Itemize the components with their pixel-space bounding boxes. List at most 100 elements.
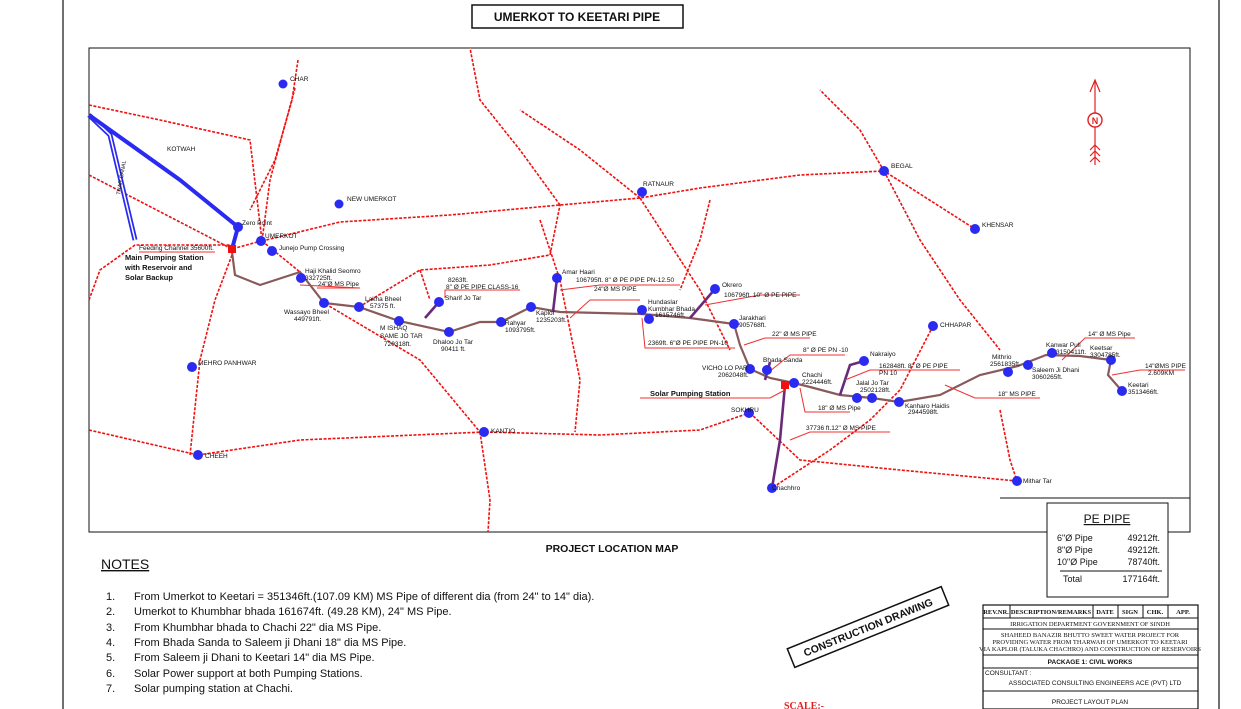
town-marker[interactable] bbox=[637, 305, 647, 315]
town-marker[interactable] bbox=[552, 273, 562, 283]
town-marker[interactable] bbox=[479, 427, 489, 437]
tb-department: IRRIGATION DEPARTMENT GOVERNMENT OF SIND… bbox=[1010, 621, 1170, 628]
town-marker[interactable] bbox=[319, 298, 329, 308]
town-marker[interactable] bbox=[710, 284, 720, 294]
label-pipe: 14"ØMS PIPE bbox=[1145, 363, 1187, 370]
tb-project: SHAHEED BANAZIR BHUTTO SWEET WATER PROJE… bbox=[1001, 632, 1180, 639]
town-marker[interactable] bbox=[789, 378, 799, 388]
pe-row-value: 49212ft. bbox=[1127, 545, 1160, 555]
town-marker[interactable] bbox=[859, 356, 869, 366]
label-haji: 332725ft. bbox=[305, 275, 332, 282]
town-marker[interactable] bbox=[928, 321, 938, 331]
label-nakraiyo: Nakraiyo bbox=[870, 351, 896, 358]
town-marker[interactable] bbox=[444, 327, 454, 337]
town-marker[interactable] bbox=[187, 362, 197, 372]
label-pipe: 37736 ft.12" Ø MS PIPE bbox=[806, 425, 877, 432]
label-feeding-channel: Feeding Channel 35600ft. bbox=[139, 245, 214, 252]
town-marker[interactable] bbox=[879, 166, 889, 176]
town-marker[interactable] bbox=[970, 224, 980, 234]
drawing-title: UMERKOT TO KEETARI PIPE bbox=[494, 10, 660, 24]
roads bbox=[88, 47, 1018, 533]
towns bbox=[187, 79, 1127, 493]
town-marker[interactable] bbox=[233, 222, 243, 232]
label-haji: Haji Khalid Seomro bbox=[305, 268, 361, 275]
tb-header: CHK. bbox=[1147, 609, 1164, 616]
label-jarakhari: Jarakhari bbox=[739, 315, 766, 322]
label-kanwar: 3150411ft. bbox=[1056, 349, 1086, 356]
map-labels: CHAR KOTWAH NEW UMERKOT Zero Point UMERK… bbox=[124, 76, 1187, 492]
town-marker[interactable] bbox=[867, 393, 877, 403]
label-hundaslar: Kumbhar Bhada bbox=[648, 306, 695, 313]
label-ishaq: SAME JO TAR bbox=[380, 333, 423, 340]
label-pipe: PN 10 bbox=[879, 370, 897, 377]
label-rahyar: Rahyar bbox=[505, 320, 527, 327]
town-marker[interactable] bbox=[1012, 476, 1022, 486]
pe-table-title: PE PIPE bbox=[1084, 512, 1131, 526]
label-pipe: 8" Ø PE PIPE CLASS-16 bbox=[446, 284, 519, 291]
label-main-ps: with Reservoir and bbox=[124, 263, 193, 272]
main-pumping-station-marker[interactable] bbox=[228, 245, 236, 253]
tb-header: APP. bbox=[1176, 609, 1190, 616]
label-new-umerkot: NEW UMERKOT bbox=[347, 196, 397, 203]
town-marker[interactable] bbox=[644, 314, 654, 324]
note-number: 7. bbox=[106, 683, 115, 695]
label-chachi: Chachi bbox=[802, 372, 822, 379]
town-marker[interactable] bbox=[334, 199, 344, 209]
tb-project: PROVIDING WATER FROM THARWAH OF UMERKOT … bbox=[992, 639, 1187, 646]
label-junejo: Junejo Pump Crossing bbox=[279, 245, 345, 252]
label-mithar-tar: Mithar Tar bbox=[1023, 478, 1053, 485]
pe-row-label: 10"Ø Pipe bbox=[1057, 557, 1098, 567]
town-marker[interactable] bbox=[1003, 367, 1013, 377]
label-kanharo: 2944598ft. bbox=[908, 409, 939, 416]
tb-header: DESCRIPTION/REMARKS bbox=[1011, 609, 1092, 616]
tb-consultant: ASSOCIATED CONSULTING ENGINEERS ACE (PVT… bbox=[1009, 680, 1182, 687]
town-marker[interactable] bbox=[1023, 360, 1033, 370]
town-marker[interactable] bbox=[267, 246, 277, 256]
label-chachi: 2224446ft. bbox=[802, 379, 833, 386]
town-marker[interactable] bbox=[394, 316, 404, 326]
solar-pumping-station-marker[interactable] bbox=[781, 381, 789, 389]
note-number: 1. bbox=[106, 591, 115, 603]
town-marker[interactable] bbox=[729, 319, 739, 329]
town-marker[interactable] bbox=[637, 187, 647, 197]
label-pipe: 2369ft. 6"Ø PE PIPE PN-10 bbox=[648, 340, 728, 347]
note-number: 3. bbox=[106, 622, 115, 634]
town-marker[interactable] bbox=[496, 317, 506, 327]
town-marker[interactable] bbox=[1106, 355, 1116, 365]
town-marker[interactable] bbox=[526, 302, 536, 312]
label-keetari: 3513466ft. bbox=[1128, 389, 1159, 396]
town-marker[interactable] bbox=[745, 364, 755, 374]
label-jarakhari: 905768ft. bbox=[739, 322, 766, 329]
town-marker[interactable] bbox=[767, 483, 777, 493]
label-jalal: Jalal Jo Tar bbox=[856, 380, 890, 387]
label-dhaloo: Dhaloo Jo Tar bbox=[433, 339, 474, 346]
label-kanwar: Kanwar Pull bbox=[1046, 342, 1081, 349]
label-pipe: 8" Ø PE PN -10 bbox=[803, 347, 849, 354]
town-marker[interactable] bbox=[1047, 348, 1057, 358]
town-marker[interactable] bbox=[1117, 386, 1127, 396]
label-okrero: Okrero bbox=[722, 282, 742, 289]
town-marker[interactable] bbox=[354, 302, 364, 312]
label-hundaslar: Hundaslar bbox=[648, 299, 678, 306]
town-marker[interactable] bbox=[762, 365, 772, 375]
leader-lines bbox=[139, 251, 1185, 441]
label-main-ps: Solar Backup bbox=[125, 273, 173, 282]
label-sharif: Sharif Jo Tar bbox=[445, 295, 482, 302]
pe-total-label: Total bbox=[1063, 574, 1082, 584]
town-marker[interactable] bbox=[744, 408, 754, 418]
town-marker[interactable] bbox=[296, 273, 306, 283]
town-marker[interactable] bbox=[278, 79, 288, 89]
label-chhapar: CHHAPAR bbox=[940, 322, 972, 329]
town-marker[interactable] bbox=[434, 297, 444, 307]
town-marker[interactable] bbox=[894, 397, 904, 407]
town-marker[interactable] bbox=[193, 450, 203, 460]
label-sokhru: SOKHRU bbox=[731, 407, 759, 414]
label-pipe: 2.609KM bbox=[1148, 370, 1174, 377]
scale-label: SCALE:- bbox=[784, 701, 824, 709]
pe-total-value: 177164ft. bbox=[1122, 574, 1160, 584]
town-marker[interactable] bbox=[256, 236, 266, 246]
town-marker[interactable] bbox=[852, 393, 862, 403]
label-solar-ps: Solar Pumping Station bbox=[650, 389, 731, 398]
